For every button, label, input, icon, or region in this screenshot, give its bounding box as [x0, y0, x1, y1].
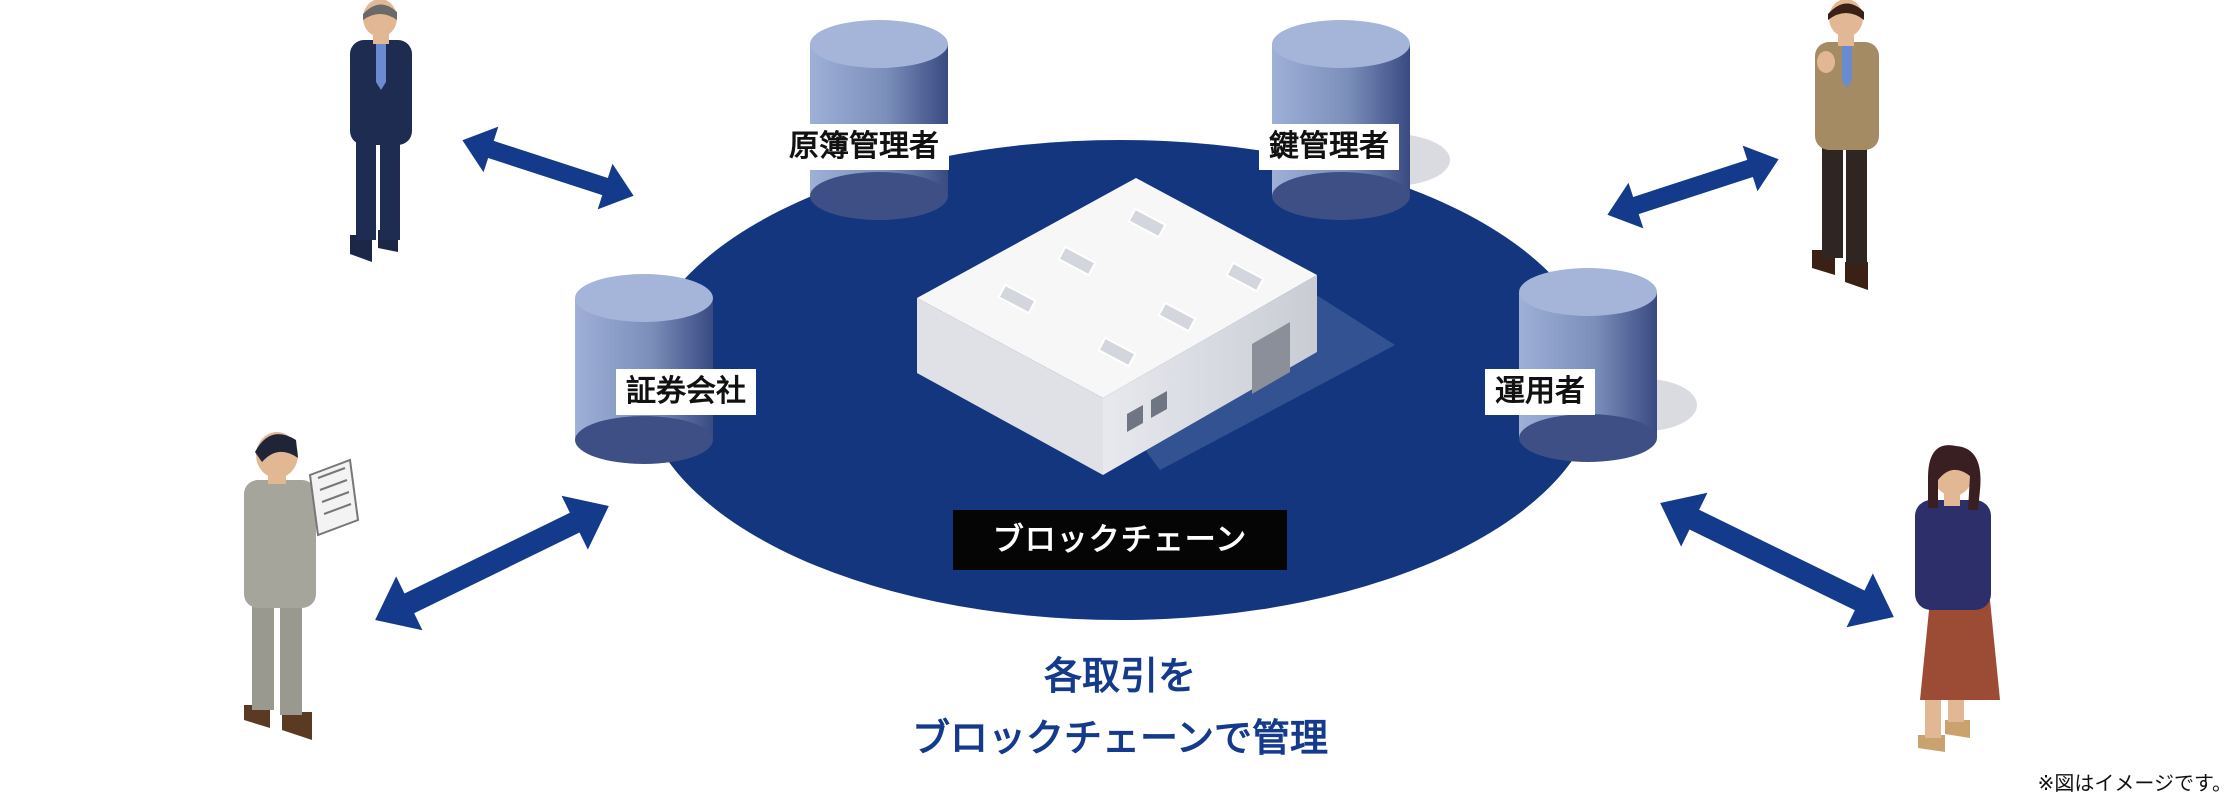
- person-icon-grey-suit-reading: [244, 432, 360, 740]
- person-icon-suit-brown: [1812, 0, 1879, 290]
- database-cylinder-ledger: [810, 20, 948, 220]
- caption-line-2: ブロックチェーンで管理: [911, 716, 1329, 760]
- server-building-icon: [917, 178, 1317, 475]
- label-operator: 運用者: [1485, 369, 1595, 415]
- double-arrow-icon-bottom-left: [375, 495, 609, 631]
- label-securities-company: 証券会社: [616, 369, 756, 415]
- label-ledger-manager: 原簿管理者: [779, 124, 949, 170]
- database-cylinder-operator: [1519, 268, 1697, 462]
- blockchain-label: ブロックチェーン: [953, 510, 1287, 570]
- caption-line-1: 各取引を: [1043, 654, 1196, 698]
- double-arrow-icon-top-left: [462, 126, 634, 210]
- person-icon-suit-navy: [350, 0, 412, 262]
- database-cylinder-securities: [575, 274, 713, 464]
- double-arrow-icon-top-right: [1607, 145, 1779, 229]
- double-arrow-icon-bottom-right: [1660, 492, 1894, 628]
- diagram-caption: 各取引を ブロックチェーンで管理: [820, 645, 1420, 769]
- person-icon-woman: [1915, 445, 2000, 752]
- label-key-manager: 鍵管理者: [1259, 124, 1399, 170]
- database-cylinder-key: [1272, 20, 1450, 220]
- image-footnote: ※図はイメージです。: [2037, 771, 2232, 795]
